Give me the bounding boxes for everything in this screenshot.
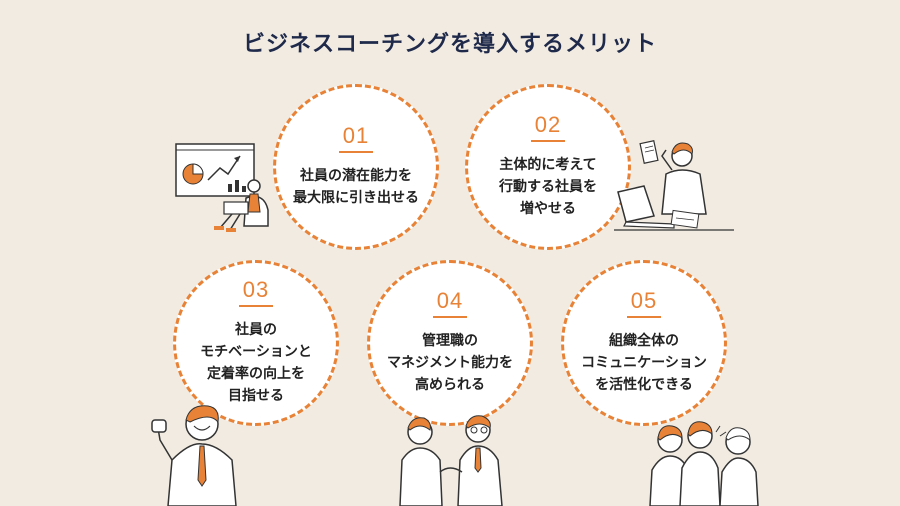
number-underline — [627, 316, 661, 318]
handshake-businessmen-icon — [399, 415, 503, 506]
number-underline — [339, 151, 373, 153]
benefit-number: 05 — [630, 288, 658, 313]
number-underline — [239, 305, 273, 307]
benefit-text: 組織全体の コミュニケーション を活性化できる — [581, 333, 707, 393]
phone-laptop-worker-icon — [614, 140, 734, 231]
benefit-circle-01: 01 社員の潜在能力を 最大限に引き出せる — [273, 84, 439, 250]
benefit-circle-04: 04 管理職の マネジメント能力を 高められる — [367, 260, 533, 426]
benefit-text: 社員の潜在能力を 最大限に引き出せる — [293, 168, 419, 206]
presentation-chart-person-icon — [175, 143, 269, 232]
benefit-circle-05: 05 組織全体の コミュニケーション を活性化できる — [561, 260, 727, 426]
group-talking-icon — [649, 421, 759, 506]
benefit-number: 04 — [436, 288, 464, 313]
benefit-circle-03: 03 社員の モチベーションと 定着率の向上を 目指せる — [173, 260, 339, 426]
benefit-number: 02 — [534, 112, 562, 137]
page-title: ビジネスコーチングを導入するメリット — [242, 32, 657, 57]
benefit-text: 主体的に考えて 行動する社員を 増やせる — [499, 157, 597, 217]
cheering-businessman-icon — [151, 405, 237, 506]
benefit-text: 管理職の マネジメント能力を 高められる — [387, 333, 513, 393]
benefit-number: 01 — [342, 123, 370, 148]
number-underline — [433, 316, 467, 318]
benefit-number: 03 — [242, 277, 270, 302]
number-underline — [531, 140, 565, 142]
benefit-circle-02: 02 主体的に考えて 行動する社員を 増やせる — [465, 84, 631, 250]
benefit-text: 社員の モチベーションと 定着率の向上を 目指せる — [200, 322, 312, 404]
